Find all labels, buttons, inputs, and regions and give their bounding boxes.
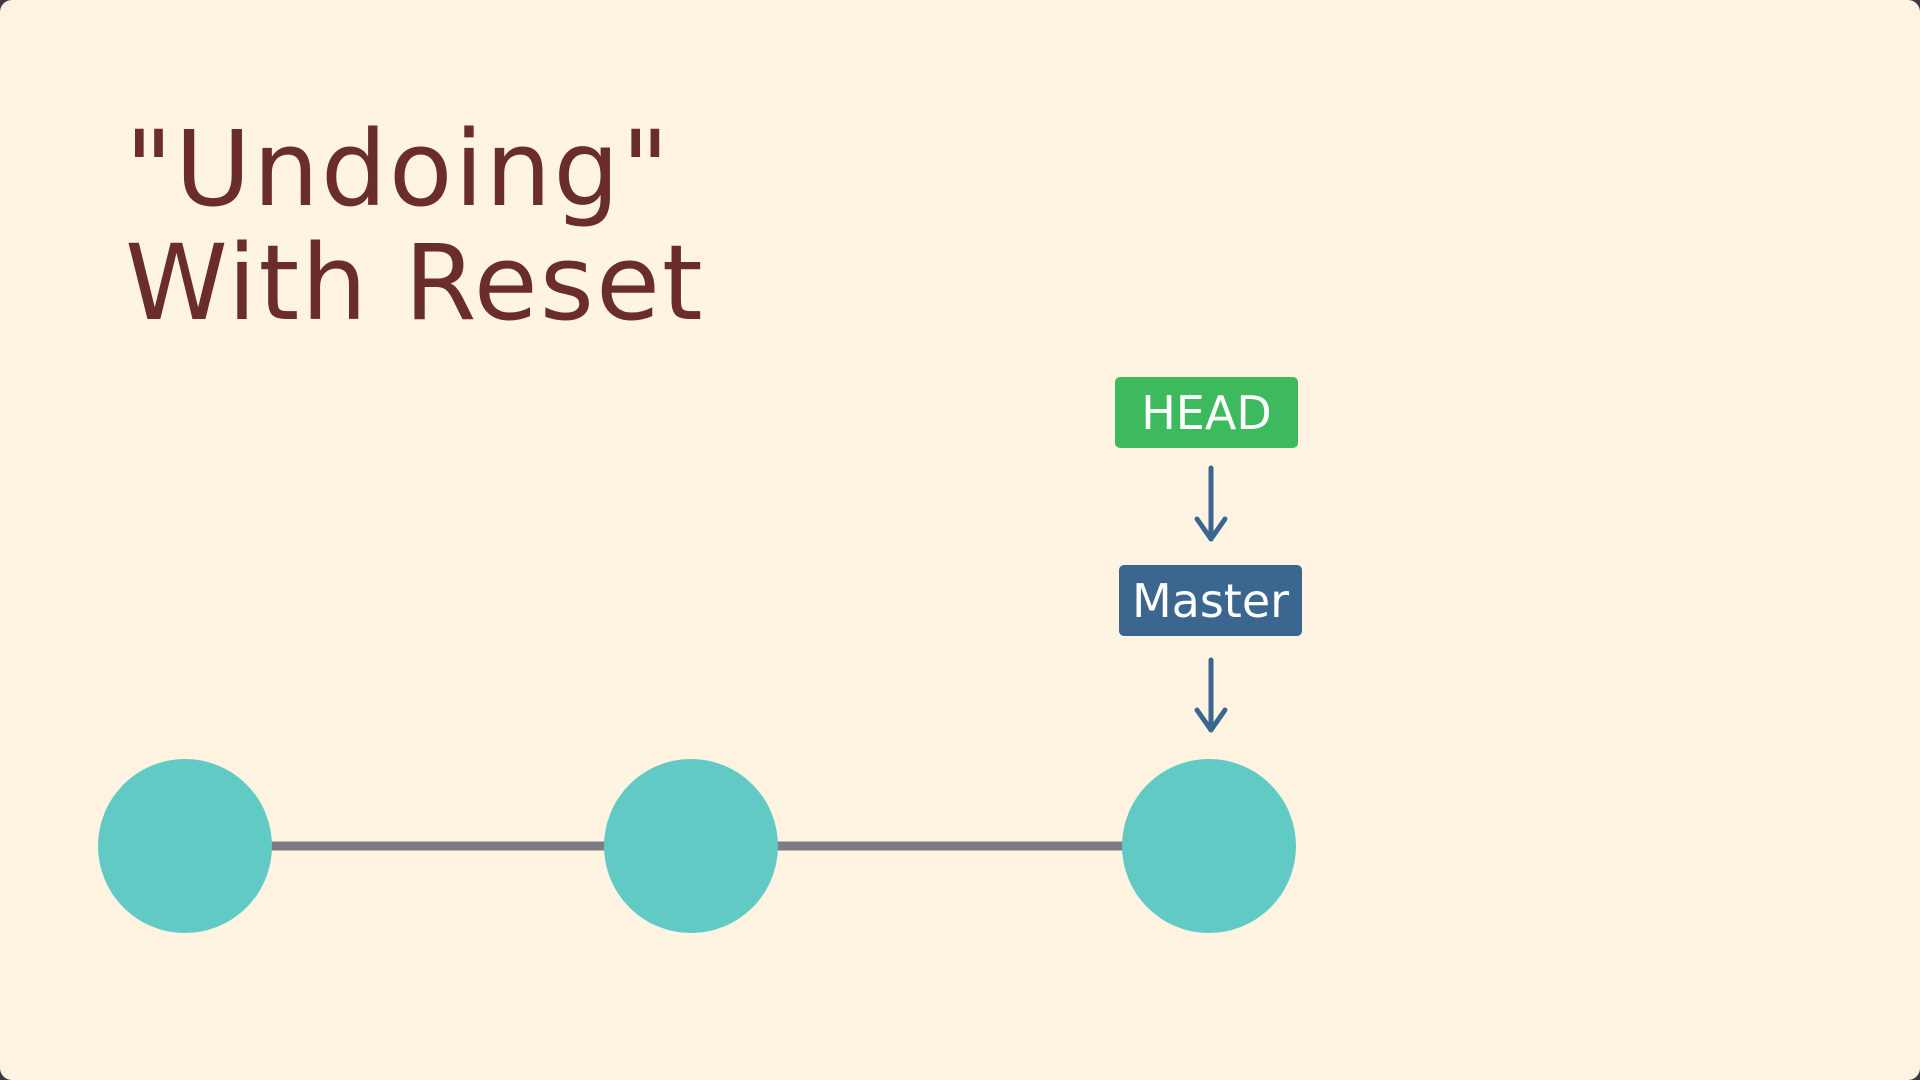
head-to-master-arrow xyxy=(1194,465,1228,542)
commit-node xyxy=(1122,759,1296,933)
master-to-commit-arrow xyxy=(1194,657,1228,733)
commit-node xyxy=(604,759,778,933)
head-label: HEAD xyxy=(1115,377,1298,448)
title-line-2: With Reset xyxy=(125,222,705,344)
commit-node xyxy=(98,759,272,933)
master-branch-label: Master xyxy=(1119,565,1302,636)
slide-title: "Undoing" With Reset xyxy=(125,112,705,340)
title-line-1: "Undoing" xyxy=(125,108,672,230)
